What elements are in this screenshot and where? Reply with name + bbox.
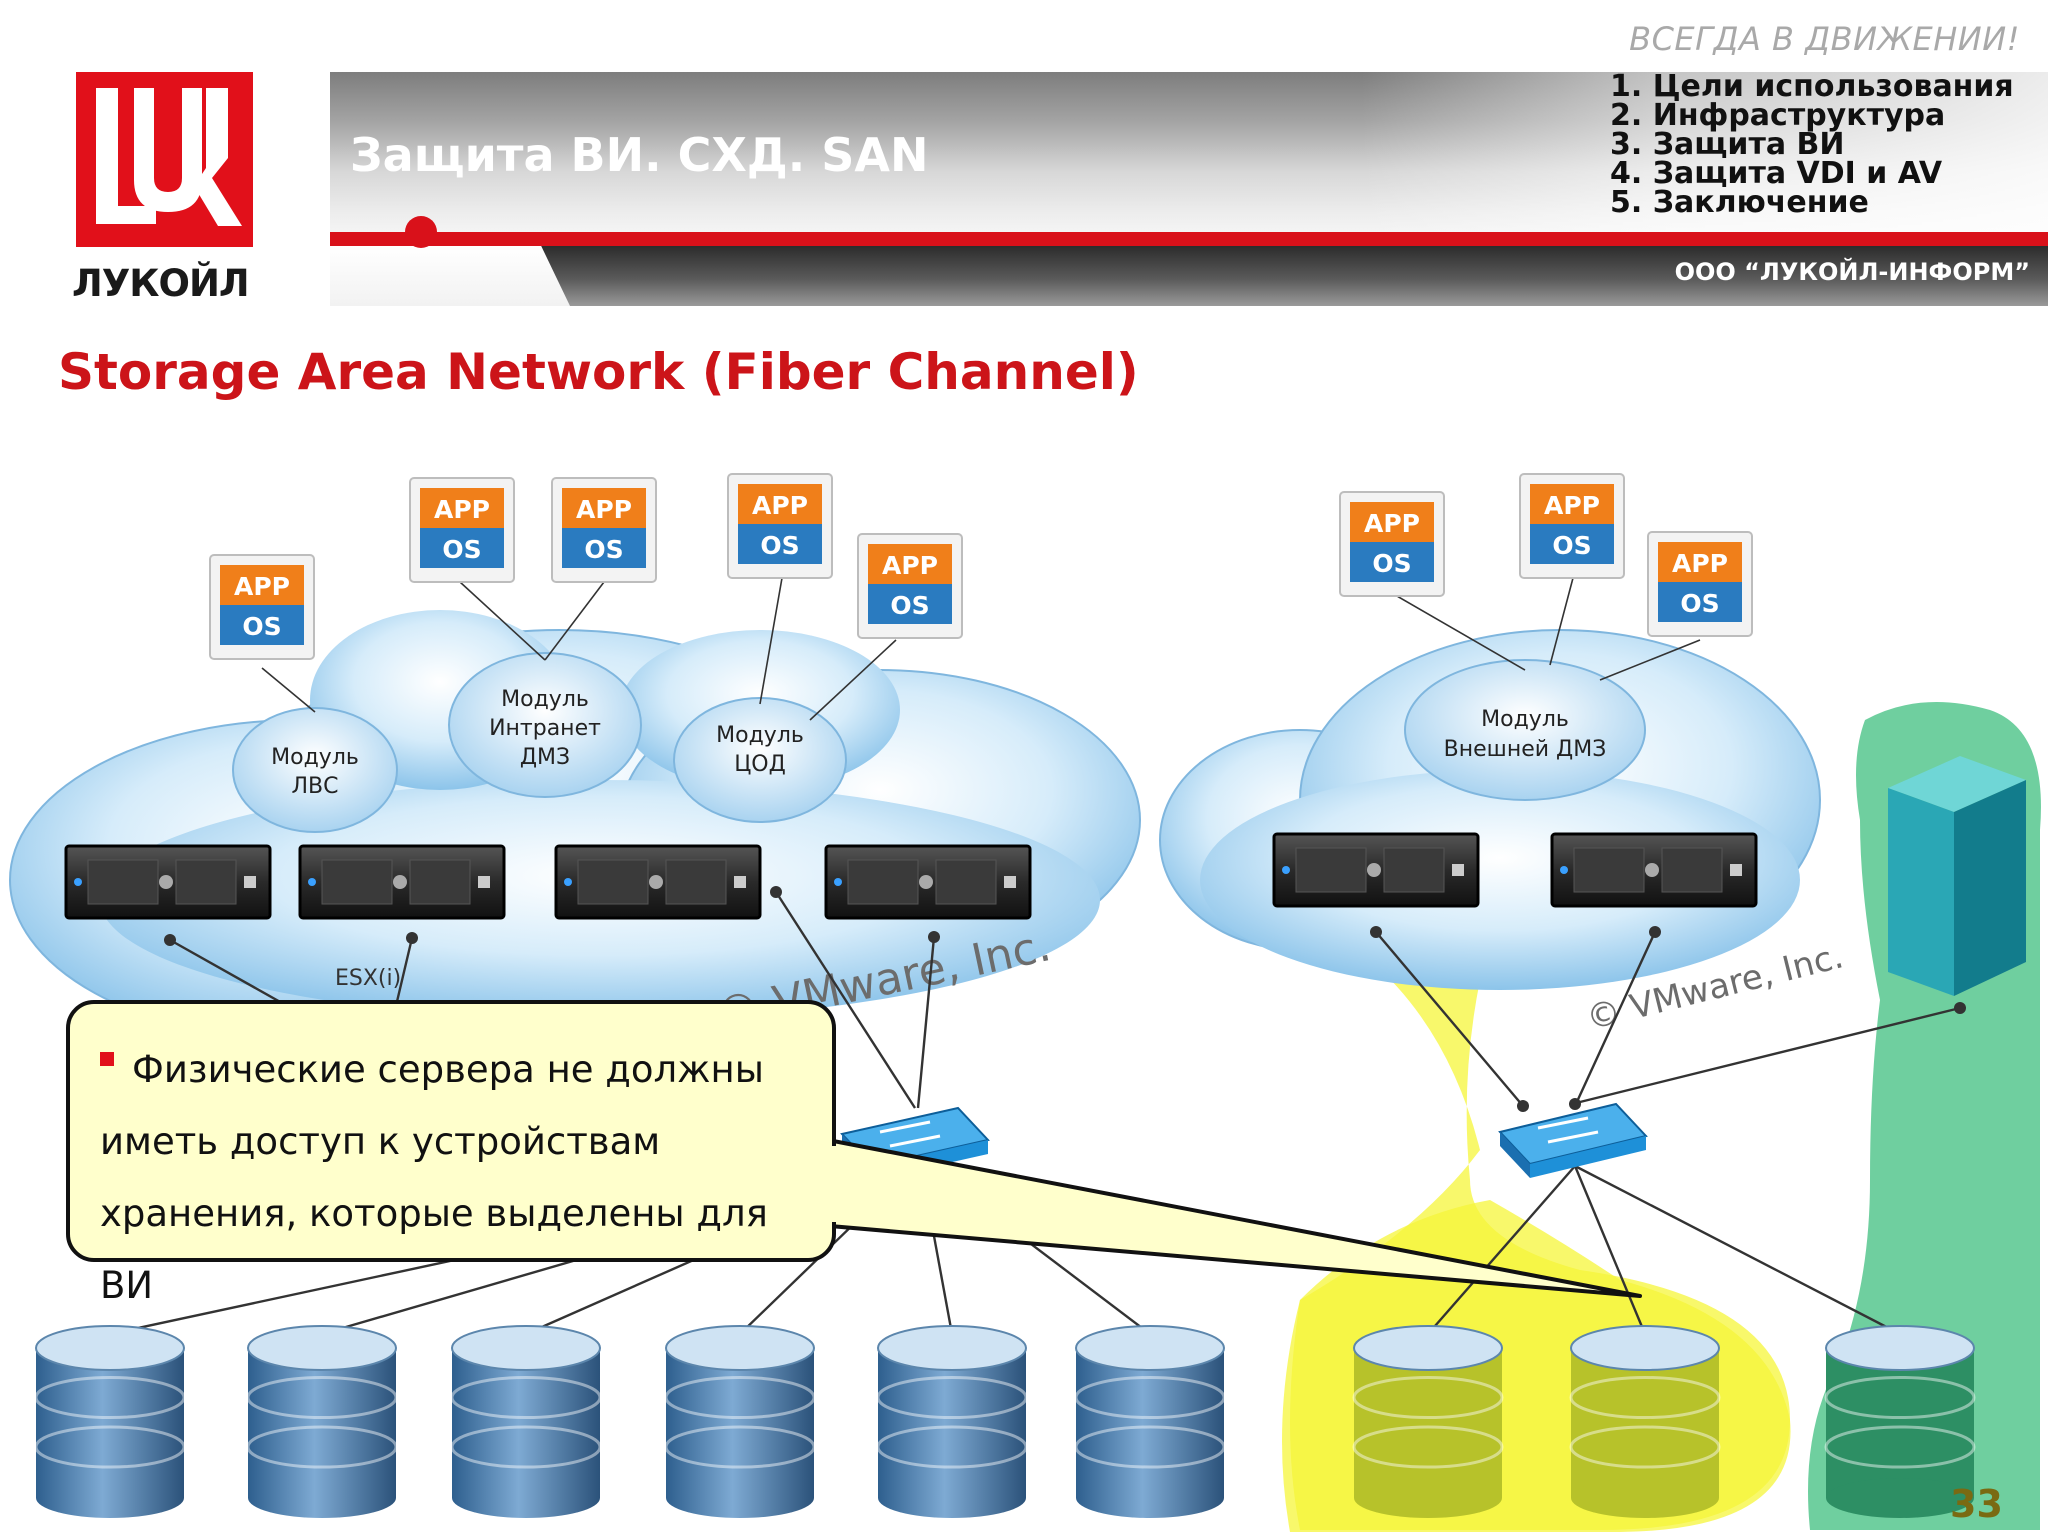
svg-text:APP: APP xyxy=(234,572,290,601)
header-red-dot xyxy=(405,216,437,248)
svg-text:OS: OS xyxy=(584,535,623,564)
svg-text:OS: OS xyxy=(760,531,799,560)
module-lvs-line2: ЛВС xyxy=(292,774,339,799)
page-number: 33 xyxy=(1950,1482,2003,1526)
storage-disk xyxy=(1569,1325,1721,1518)
vm-app-os-icon: APP OS xyxy=(551,477,657,583)
logo-wordmark: ЛУКОЙЛ xyxy=(72,262,250,305)
module-external-dmz-line2: Внешней ДМЗ xyxy=(1444,737,1607,762)
rack-server xyxy=(1550,832,1758,908)
rack-server xyxy=(298,844,506,920)
lukoil-logo-mark xyxy=(96,88,242,226)
svg-text:OS: OS xyxy=(442,535,481,564)
svg-text:APP: APP xyxy=(1544,491,1600,520)
svg-text:OS: OS xyxy=(1372,549,1411,578)
module-intranet-line2: Интранет xyxy=(489,716,601,741)
module-external-dmz-line1: Модуль xyxy=(1481,707,1569,732)
company-name: ООО “ЛУКОЙЛ-ИНФОРМ” xyxy=(1674,258,2030,286)
header-band-fade xyxy=(330,72,2048,238)
storage-disk xyxy=(246,1325,398,1518)
rack-server xyxy=(824,844,1032,920)
svg-text:APP: APP xyxy=(434,495,490,524)
servers xyxy=(64,832,1758,920)
callout-box xyxy=(66,1000,836,1262)
agenda-item[interactable]: 3. Защита ВИ xyxy=(1610,127,1845,162)
svg-text:APP: APP xyxy=(1672,549,1728,578)
rack-server xyxy=(64,844,272,920)
module-cod-line2: ЦОД xyxy=(734,752,786,777)
callout-bullet-text: Физические сервера не должны иметь досту… xyxy=(100,1048,768,1307)
storage-disk xyxy=(1824,1325,1976,1518)
svg-text:OS: OS xyxy=(242,612,281,641)
module-cloud-cod xyxy=(673,697,847,823)
agenda-list: 1. Цели использования 2. Инфраструктура … xyxy=(1610,69,2014,220)
agenda-item[interactable]: 4. Защита VDI и AV xyxy=(1610,156,1943,191)
rack-server xyxy=(554,844,762,920)
vm-app-os-icon: APP OS xyxy=(727,473,833,579)
module-intranet-line3: ДМЗ xyxy=(520,745,570,770)
vm-app-os-icon: APP OS xyxy=(409,477,515,583)
storage-disk xyxy=(876,1325,1028,1518)
svg-text:OS: OS xyxy=(1680,589,1719,618)
vm-links xyxy=(261,577,1701,721)
module-cod-line1: Модуль xyxy=(716,723,804,748)
rack-server xyxy=(1272,832,1480,908)
storage-disk xyxy=(34,1325,186,1518)
header-dark-band-cut xyxy=(330,246,570,306)
module-cloud-lvs xyxy=(232,707,398,833)
storage-disk xyxy=(664,1325,816,1518)
callout-text: Физические сервера не должны иметь досту… xyxy=(100,1034,800,1322)
section-title: Storage Area Network (Fiber Channel) xyxy=(58,343,1139,401)
esx-label: ESX(i) xyxy=(335,966,401,991)
vm-app-os-icon: APP OS xyxy=(1647,531,1753,637)
svg-text:APP: APP xyxy=(882,551,938,580)
slide-title: Защита ВИ. СХД. SAN xyxy=(350,128,929,182)
agenda-item[interactable]: 1. Цели использования xyxy=(1610,69,2014,104)
vm-app-os-icon: APP OS xyxy=(857,533,963,639)
svg-text:APP: APP xyxy=(752,491,808,520)
module-intranet-line1: Модуль xyxy=(501,687,589,712)
svg-text:APP: APP xyxy=(576,495,632,524)
agenda-item[interactable]: 5. Заключение xyxy=(1610,185,1869,220)
vm-app-os-icon: APP OS xyxy=(209,554,315,660)
svg-text:APP: APP xyxy=(1364,509,1420,538)
slogan: ВСЕГДА В ДВИЖЕНИИ! xyxy=(1629,20,2020,58)
module-lvs-line1: Модуль xyxy=(271,745,359,770)
agenda-item[interactable]: 2. Инфраструктура xyxy=(1610,98,1946,133)
storage-disk xyxy=(450,1325,602,1518)
storage-disk xyxy=(1352,1325,1504,1518)
storage-disk xyxy=(1074,1325,1226,1518)
fc-switch-right xyxy=(1498,1102,1648,1178)
bullet-square-icon xyxy=(100,1052,114,1066)
vm-app-os-icon: APP OS xyxy=(1519,473,1625,579)
storage-disks xyxy=(34,1325,1976,1518)
svg-text:OS: OS xyxy=(1552,531,1591,560)
svg-text:OS: OS xyxy=(890,591,929,620)
vm-icons: APP OS APP OS APP OS APP OS APP OS APP OS APP OS APP OS xyxy=(209,473,1753,660)
module-cloud-external-dmz xyxy=(1404,659,1646,801)
header-dark-band xyxy=(330,246,2048,306)
header-red-line xyxy=(330,232,2048,246)
tower-server xyxy=(1888,756,2026,996)
module-cloud-intranet xyxy=(448,652,642,798)
lukoil-logo xyxy=(76,72,253,247)
vm-app-os-icon: APP OS xyxy=(1339,491,1445,597)
